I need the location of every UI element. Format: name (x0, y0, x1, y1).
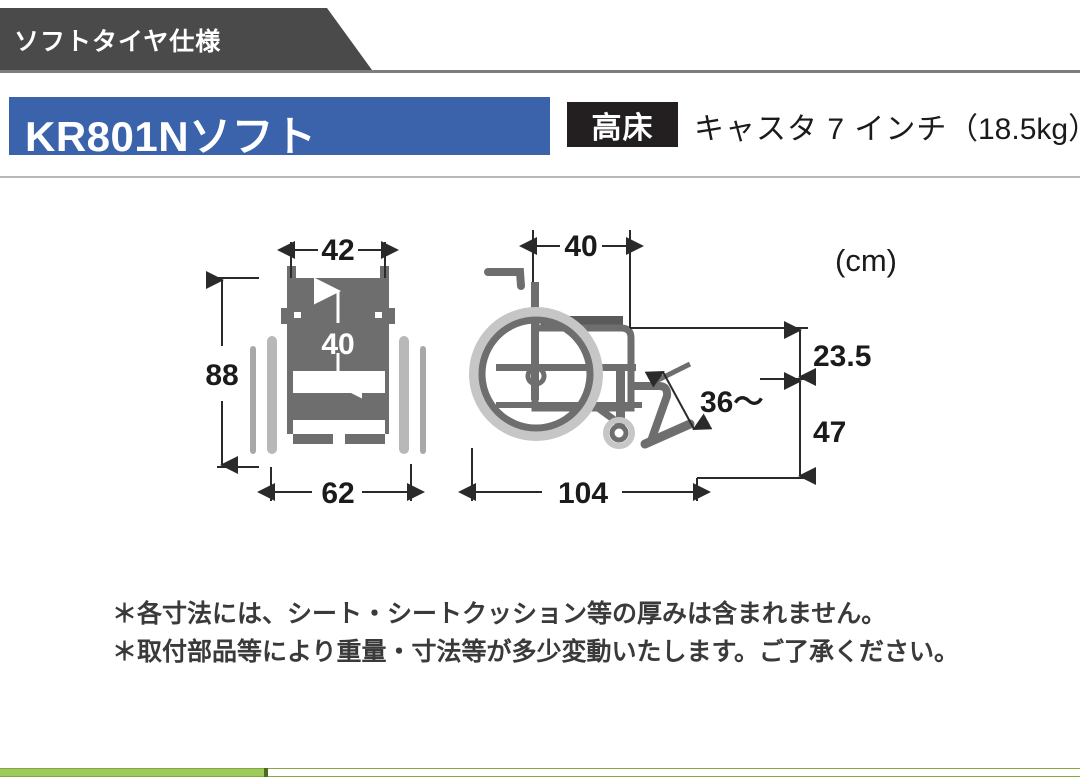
front-seat-width-value: 42 (321, 234, 354, 267)
side-footrest-range-value: 36〜 (700, 386, 763, 419)
front-view-drawing: 42 40 88 62 (205, 234, 426, 510)
floor-type-badge-label: 高床 (591, 111, 654, 145)
footnote-2: ＊取付部品等により重量・寸法等が多少変動いたします。ご了承ください。 (112, 638, 960, 666)
spec-tab[interactable] (0, 8, 372, 70)
front-total-height-value: 88 (205, 359, 238, 392)
front-overall-width-value: 62 (321, 477, 354, 510)
side-overall-length-value: 104 (558, 477, 608, 510)
side-view-drawing: 40 36〜 23.5 47 104 (458, 230, 871, 510)
front-backrest-height-value: 40 (321, 328, 354, 361)
tab-underline-divider (0, 70, 1080, 73)
bottom-progress-fill (0, 769, 264, 776)
side-backrest-top-value: 23.5 (813, 340, 871, 373)
bottom-progress-track[interactable] (0, 768, 1080, 777)
caster-spec-label: キャスタ 7 インチ (694, 113, 948, 146)
title-row: KR801Nソフト 高床 キャスタ 7 インチ （18.5kg） (0, 78, 1080, 177)
spec-tab-label: ソフトタイヤ仕様 (14, 28, 222, 56)
side-seat-depth-value: 40 (564, 230, 597, 263)
bottom-progress-knob[interactable] (264, 768, 268, 777)
weight-spec-label: （18.5kg） (948, 113, 1080, 146)
model-name-bar: KR801Nソフト (9, 97, 550, 160)
floor-type-badge: 高床 (567, 102, 678, 147)
footnote-1: ＊各寸法には、シート・シートクッション等の厚みは含まれません。 (112, 600, 887, 628)
side-seat-height-value: 47 (813, 416, 846, 449)
title-underline-divider (0, 176, 1080, 178)
footnotes-block: ＊各寸法には、シート・シートクッション等の厚みは含まれません。 ＊取付部品等によ… (112, 595, 1012, 671)
dimension-diagram: 42 40 88 62 (0, 186, 1080, 546)
model-name-label: KR801Nソフト (25, 113, 317, 160)
unit-label: (cm) (835, 243, 897, 278)
